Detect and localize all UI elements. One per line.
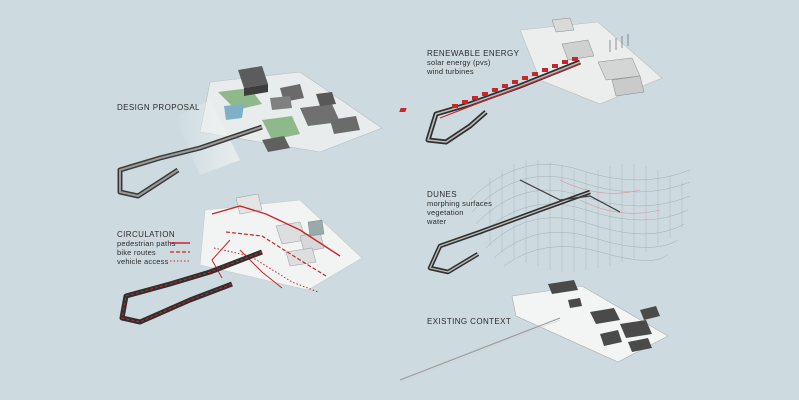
design-proposal-title: DESIGN PROPOSAL [117,103,200,112]
dunes-drawing [469,160,691,272]
legend-bike-routes: bike routes [117,248,156,257]
circulation-drawing [119,193,363,325]
renewable-energy-title: RENEWABLE ENERGY [427,49,520,58]
dunes-item-morphing: morphing surfaces [427,199,493,208]
renewable-item-solar: solar energy (pvs) [427,58,491,67]
legend-vehicle-access: vehicle access [117,257,169,266]
legend-pedestrian-paths: pedestrian paths [117,239,176,248]
renewable-item-wind: wind turbines [427,67,474,76]
dunes-item-vegetation: vegetation [427,208,464,217]
design-proposal-drawing [117,66,383,199]
existing-context-title: EXISTING CONTEXT [427,317,512,326]
renewable-energy-drawing [399,17,663,145]
circulation-legend-swatches [170,242,190,262]
dunes-item-water: water [427,217,447,226]
circulation-title: CIRCULATION [117,230,176,239]
existing-context-drawing [399,280,669,383]
dunes-title: DUNES [427,190,458,199]
dunes-pier [427,179,621,275]
